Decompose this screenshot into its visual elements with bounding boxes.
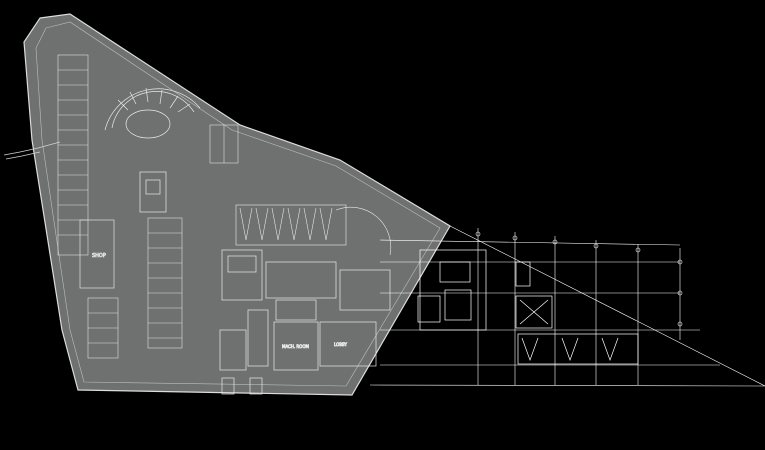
structural-grid bbox=[369, 225, 765, 387]
entry-stub bbox=[3, 141, 61, 160]
parking-stalls-top-row bbox=[235, 204, 392, 256]
room-a-label: MACH. ROOM bbox=[282, 344, 309, 349]
shop-label: SHOP bbox=[92, 253, 106, 259]
right-building bbox=[417, 249, 639, 365]
main-slab bbox=[23, 13, 451, 396]
core-rooms: MACH. ROOM LOBBY bbox=[139, 171, 391, 395]
spiral-ramp bbox=[104, 87, 201, 139]
shop-block: SHOP bbox=[79, 219, 115, 289]
room-b-label: LOBBY bbox=[334, 342, 348, 347]
parking-stalls-center bbox=[147, 124, 239, 349]
parking-stalls-left bbox=[57, 54, 119, 359]
